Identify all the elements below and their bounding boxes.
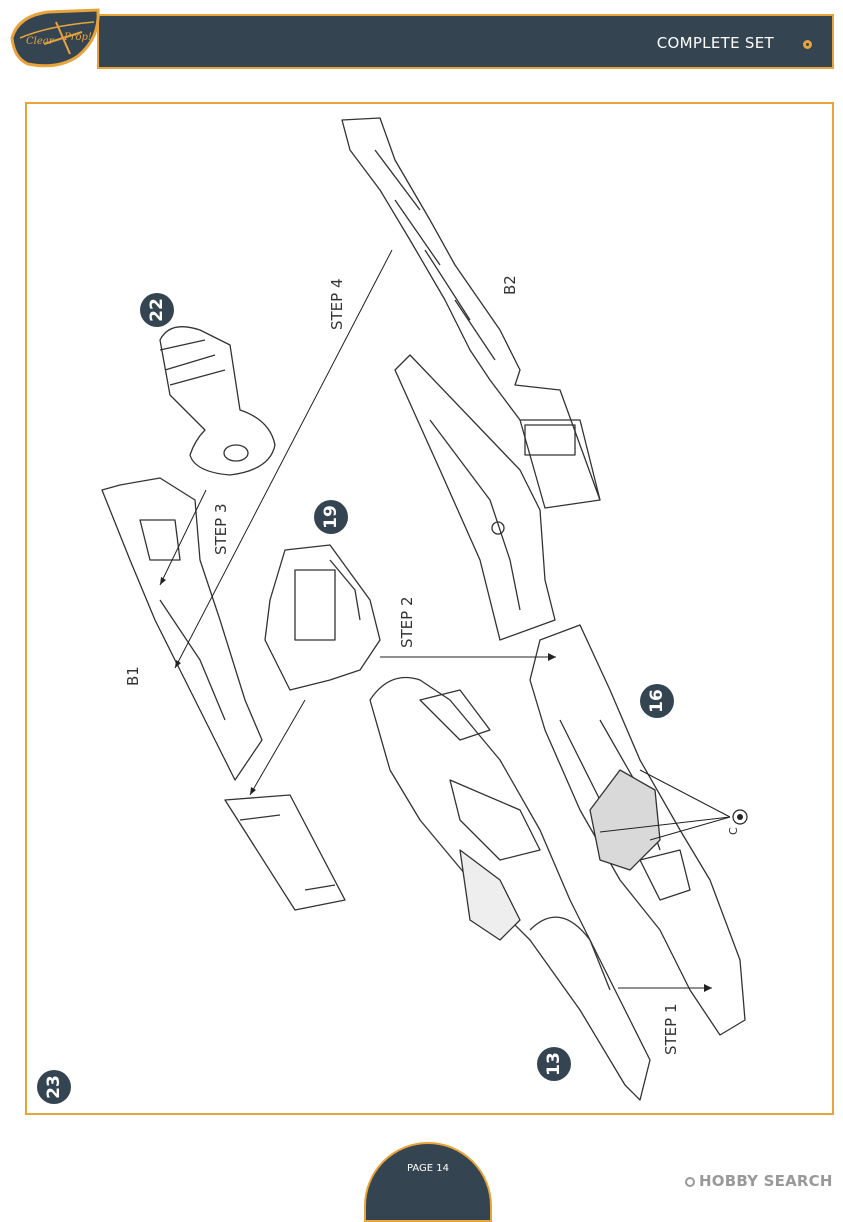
step-2-label: STEP 2 xyxy=(398,596,416,648)
page-tab xyxy=(364,1142,492,1222)
badge-13: 13 xyxy=(537,1047,571,1081)
part-b1-label: B1 xyxy=(124,666,142,686)
svg-text:Clear: Clear xyxy=(26,36,55,47)
badge-19: 19 xyxy=(314,500,348,534)
header-title: COMPLETE SET xyxy=(656,34,774,52)
header-bar: COMPLETE SET xyxy=(97,14,834,69)
brand-logo: Clear Prop! xyxy=(10,8,100,68)
badge-23: 23 xyxy=(37,1070,71,1104)
part-c-label: C xyxy=(727,827,740,835)
step-3-label: STEP 3 xyxy=(212,503,230,555)
watermark-text: HOBBY SEARCH xyxy=(699,1172,833,1190)
badge-22: 22 xyxy=(140,293,174,327)
svg-text:Prop!: Prop! xyxy=(63,32,92,43)
hobby-search-icon xyxy=(685,1177,695,1187)
badge-16: 16 xyxy=(640,684,674,718)
step-1-label: STEP 1 xyxy=(662,1003,680,1055)
page-number: PAGE 14 xyxy=(406,1163,450,1174)
step-4-label: STEP 4 xyxy=(328,278,346,330)
page-header: COMPLETE SET Clear Prop! xyxy=(0,0,843,90)
watermark: HOBBY SEARCH xyxy=(685,1172,833,1190)
instruction-frame xyxy=(25,102,834,1115)
part-b2-label: B2 xyxy=(501,275,519,295)
bullet-icon xyxy=(803,40,812,49)
